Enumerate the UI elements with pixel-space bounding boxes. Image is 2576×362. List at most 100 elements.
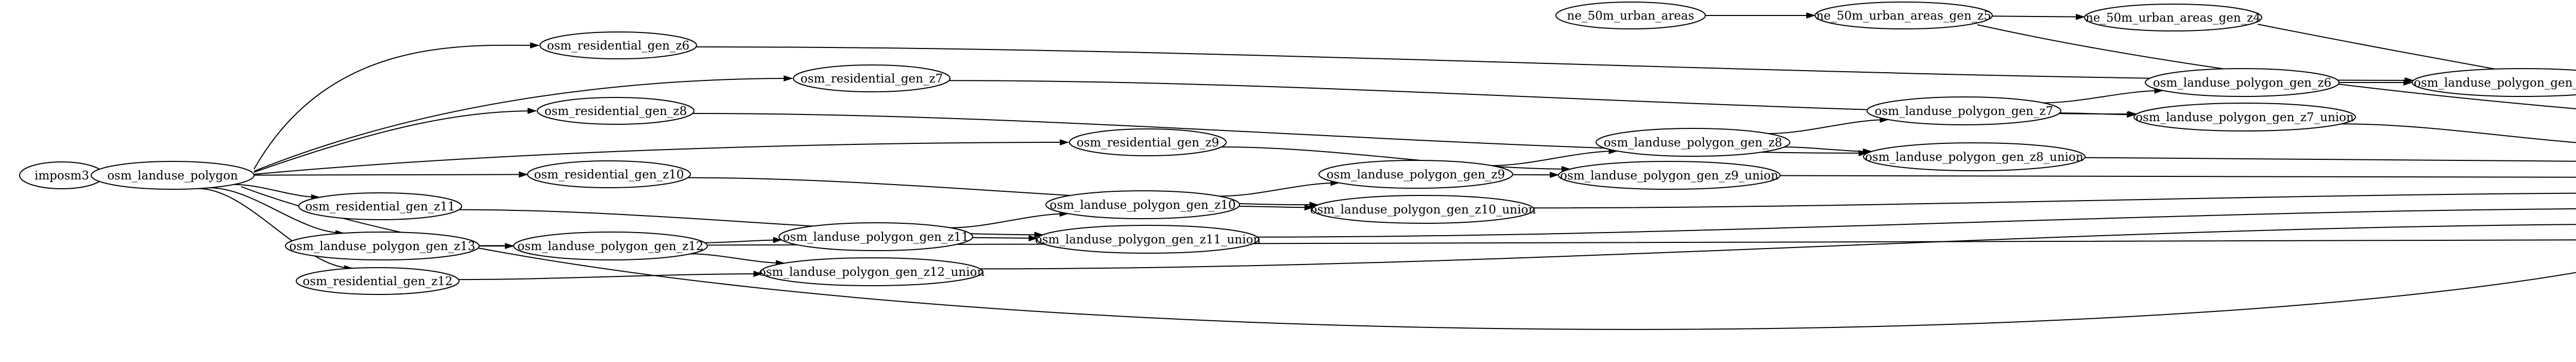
node-label-osm_residential_gen_z7: osm_residential_gen_z7: [801, 72, 943, 86]
node-osm_residential_gen_z8: osm_residential_gen_z8: [537, 97, 694, 125]
edge-osm_residential_gen_z12-to-osm_landuse_polygon_gen_z12_union: [458, 271, 763, 281]
node-label-osm_landuse_polygon_gen_z7: osm_landuse_polygon_gen_z7: [1875, 105, 2054, 118]
node-ellipse-ne_50m_urban_areas_gen_z4: [2084, 4, 2262, 31]
edge-osm_landuse_polygon_gen_z7-to-osm_landuse_polygon_gen_z6: [2043, 87, 2164, 104]
node-ellipse-osm_residential_gen_z10: [527, 160, 691, 188]
node-ellipse-osm_landuse_polygon_gen_z8: [1596, 128, 1790, 157]
node-ellipse-osm_residential_gen_z8: [537, 97, 694, 125]
node-ellipse-osm_residential_gen_z7: [793, 64, 951, 92]
node-label-osm_landuse_polygon_gen_z11_union: osm_landuse_polygon_gen_z11_union: [1035, 233, 1261, 246]
node-osm_landuse_polygon_gen_z6: osm_landuse_polygon_gen_z6: [2145, 68, 2340, 97]
edge-osm_landuse_polygon_gen_z8-to-osm_landuse_polygon_gen_z7: [1768, 117, 1889, 134]
node-osm_landuse_polygon_gen_z8: osm_landuse_polygon_gen_z8: [1596, 128, 1790, 157]
node-label-osm_landuse_polygon_gen_z8_union: osm_landuse_polygon_gen_z8_union: [1865, 151, 2083, 164]
node-ne_50m_urban_areas: ne_50m_urban_areas: [1555, 2, 1706, 29]
node-ellipse-osm_residential_gen_z9: [1069, 128, 1227, 156]
node-osm_landuse_polygon: osm_landuse_polygon: [91, 161, 255, 190]
node-ellipse-osm_landuse_polygon_gen_z13: [285, 232, 480, 260]
node-osm_landuse_polygon_gen_z13: osm_landuse_polygon_gen_z13: [285, 232, 480, 260]
node-osm_residential_gen_z9: osm_residential_gen_z9: [1069, 128, 1227, 156]
edge-ne_50m_urban_areas_gen_z5-to-ne_50m_urban_areas_gen_z4: [1992, 13, 2086, 20]
node-osm_landuse_polygon_gen_z8_union: osm_landuse_polygon_gen_z8_union: [1863, 142, 2086, 171]
node-label-osm_residential_gen_z12: osm_residential_gen_z12: [302, 275, 452, 288]
node-osm_landuse_polygon_gen_z12_union: osm_landuse_polygon_gen_z12_union: [759, 257, 985, 286]
edge-osm_landuse_polygon-to-osm_residential_gen_z6: [253, 42, 539, 170]
node-ellipse-osm_residential_gen_z6: [539, 31, 697, 59]
node-osm_landuse_polygon_gen_z12: osm_landuse_polygon_gen_z12: [513, 232, 708, 260]
node-label-osm_residential_gen_z11: osm_residential_gen_z11: [305, 200, 455, 213]
node-label-osm_residential_gen_z6: osm_residential_gen_z6: [547, 39, 689, 53]
node-ellipse-osm_landuse_polygon_gen_z11: [778, 222, 973, 251]
node-label-osm_landuse_polygon_gen_z12_union: osm_landuse_polygon_gen_z12_union: [759, 266, 985, 279]
node-ne_50m_urban_areas_gen_z5: ne_50m_urban_areas_gen_z5: [1815, 2, 1993, 29]
node-label-osm_landuse_polygon_gen_z10_union: osm_landuse_polygon_gen_z10_union: [1310, 203, 1536, 217]
edge-osm_landuse_polygon_gen_z8-to-osm_landuse_polygon_gen_z8_union: [1784, 146, 1872, 155]
node-label-osm_landuse_polygon: osm_landuse_polygon: [107, 169, 238, 183]
node-ellipse-osm_landuse_polygon_gen_z12: [513, 232, 708, 260]
node-ellipse-osm_residential_gen_z12: [296, 267, 460, 295]
edge-osm_landuse_polygon-to-osm_residential_gen_z8: [253, 108, 537, 173]
node-osm_landuse_polygon_gen_z11: osm_landuse_polygon_gen_z11: [778, 222, 973, 251]
edge-osm_landuse_polygon-to-osm_residential_gen_z11: [234, 184, 320, 201]
node-label-osm_landuse_polygon_gen_z11: osm_landuse_polygon_gen_z11: [783, 231, 969, 244]
node-ellipse-ne_50m_urban_areas_gen_z5: [1815, 2, 1993, 29]
node-osm_residential_gen_z10: osm_residential_gen_z10: [527, 160, 691, 188]
node-osm_landuse_polygon_gen_z9_union: osm_landuse_polygon_gen_z9_union: [1558, 161, 1781, 190]
edge-osm_landuse_polygon-to-osm_residential_gen_z7: [253, 75, 793, 172]
edge-osm_landuse_polygon-to-osm_residential_gen_z9: [253, 139, 1069, 175]
edge-osm_landuse_polygon_gen_z12-to-osm_landuse_polygon_gen_z11: [704, 237, 783, 243]
edge-osm_landuse_polygon-to-osm_residential_gen_z10: [253, 171, 528, 178]
node-label-osm_landuse_polygon_gen_z13: osm_landuse_polygon_gen_z13: [289, 240, 475, 253]
edge-osm_landuse_polygon-to-osm_landuse_polygon_gen_z13: [209, 187, 345, 237]
edge-osm_landuse_polygon_gen_z9_union-to-layer_landuse.z9: [1780, 175, 2576, 178]
node-label-osm_landuse_polygon_gen_z8: osm_landuse_polygon_gen_z8: [1604, 136, 1783, 150]
node-ne_50m_urban_areas_gen_z4: ne_50m_urban_areas_gen_z4: [2084, 4, 2262, 31]
edge-osm_landuse_polygon_gen_z11_union-to-layer_landuse.z11: [1257, 208, 2576, 238]
node-ellipse-ne_50m_urban_areas: [1555, 2, 1706, 29]
node-label-osm_landuse_polygon_gen_z9: osm_landuse_polygon_gen_z9: [1327, 168, 1505, 182]
edge-osm_landuse_polygon-to-osm_residential_gen_z12: [198, 188, 353, 272]
node-label-ne_50m_urban_areas_gen_z5: ne_50m_urban_areas_gen_z5: [1816, 9, 1991, 23]
node-ellipse-osm_residential_gen_z11: [298, 192, 462, 220]
edge-osm_landuse_polygon-to-layer_landuse.z14+: [241, 186, 2576, 330]
node-osm_landuse_polygon_gen_z10: osm_landuse_polygon_gen_z10: [1045, 190, 1240, 219]
node-osm_residential_gen_z12: osm_residential_gen_z12: [296, 267, 460, 295]
node-osm_residential_gen_z11: osm_residential_gen_z11: [298, 192, 462, 220]
node-label-imposm3: imposm3: [35, 169, 89, 183]
edge-osm_residential_gen_z6-to-osm_landuse_polygon_gen_z6_union: [696, 46, 2414, 84]
edge-ne_50m_urban_areas_gen_z5-to-layer_landuse.z5: [1977, 24, 2576, 109]
node-ellipse-osm_landuse_polygon_gen_z12_union: [760, 257, 983, 286]
node-osm_landuse_polygon_gen_z6_union: osm_landuse_polygon_gen_z6_union: [2412, 68, 2576, 97]
edge-osm_landuse_polygon_gen_z8_union-to-layer_landuse.z8: [2084, 157, 2576, 162]
edge-osm_landuse_polygon_gen_z11-to-osm_landuse_polygon_gen_z10: [950, 210, 1069, 228]
node-label-osm_landuse_polygon_gen_z9_union: osm_landuse_polygon_gen_z9_union: [1560, 169, 1778, 183]
node-ellipse-osm_landuse_polygon_gen_z10_union: [1312, 195, 1534, 224]
node-ellipse-osm_landuse_polygon_gen_z9_union: [1558, 161, 1781, 190]
node-ellipse-osm_landuse_polygon_gen_z9: [1318, 160, 1513, 189]
node-imposm3: imposm3: [19, 161, 105, 189]
edge-osm_landuse_polygon_gen_z7_union-to-layer_landuse.z7: [2341, 123, 2576, 143]
node-label-osm_residential_gen_z10: osm_residential_gen_z10: [534, 168, 684, 182]
edge-osm_residential_gen_z9-to-osm_landuse_polygon_gen_z9_union: [1221, 146, 1571, 172]
node-osm_landuse_polygon_gen_z10_union: osm_landuse_polygon_gen_z10_union: [1310, 195, 1536, 224]
node-label-ne_50m_urban_areas: ne_50m_urban_areas: [1567, 9, 1694, 23]
node-label-osm_residential_gen_z8: osm_residential_gen_z8: [545, 105, 687, 118]
edge-osm_landuse_polygon_gen_z9-to-osm_landuse_polygon_gen_z8: [1491, 147, 1618, 167]
node-ellipse-osm_landuse_polygon_gen_z6: [2145, 68, 2340, 97]
node-osm_landuse_polygon_gen_z7: osm_landuse_polygon_gen_z7: [1867, 96, 2061, 125]
node-ellipse-osm_landuse_polygon_gen_z7: [1867, 96, 2061, 125]
node-label-osm_landuse_polygon_gen_z6: osm_landuse_polygon_gen_z6: [2153, 76, 2332, 90]
node-label-ne_50m_urban_areas_gen_z4: ne_50m_urban_areas_gen_z4: [2086, 11, 2261, 25]
node-label-osm_landuse_polygon_gen_z6_union: osm_landuse_polygon_gen_z6_union: [2414, 76, 2576, 90]
edge-osm_landuse_polygon_gen_z12_union-to-layer_landuse.z12: [980, 224, 2576, 270]
node-osm_landuse_polygon_gen_z11_union: osm_landuse_polygon_gen_z11_union: [1035, 225, 1261, 254]
node-ellipse-osm_landuse_polygon_gen_z6_union: [2412, 68, 2576, 97]
node-label-osm_landuse_polygon_gen_z12: osm_landuse_polygon_gen_z12: [517, 240, 703, 253]
node-osm_landuse_polygon_gen_z7_union: osm_landuse_polygon_gen_z7_union: [2133, 103, 2356, 131]
node-osm_residential_gen_z7: osm_residential_gen_z7: [793, 64, 951, 92]
edge-osm_landuse_polygon_gen_z10-to-osm_landuse_polygon_gen_z9: [1219, 179, 1340, 197]
node-osm_landuse_polygon_gen_z9: osm_landuse_polygon_gen_z9: [1318, 160, 1513, 189]
node-ellipse-osm_landuse_polygon_gen_z11_union: [1037, 225, 1259, 254]
